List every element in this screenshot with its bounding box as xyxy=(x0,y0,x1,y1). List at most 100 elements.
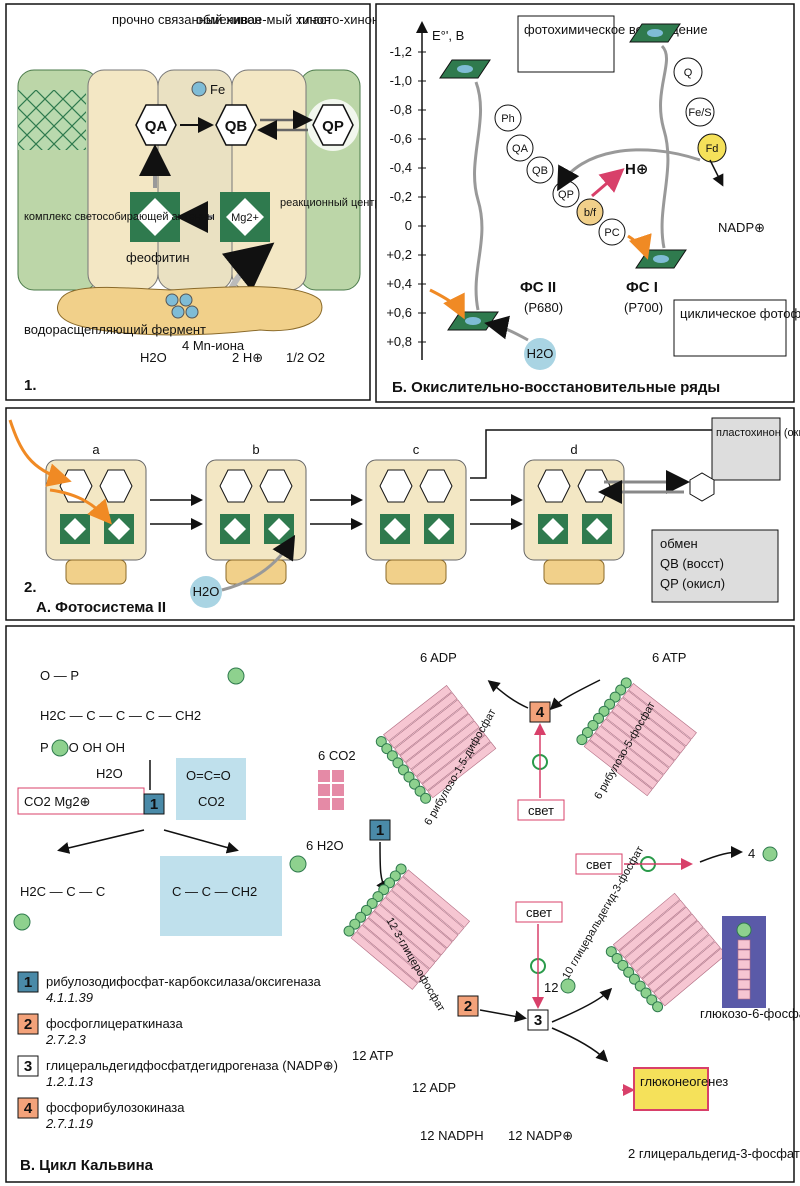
pga-formula-left: H2C — C — C xyxy=(20,884,105,899)
chain-carrier-label: PC xyxy=(604,227,619,239)
twelve-nadp-label: 12 NADP⊕ xyxy=(508,1128,573,1143)
hplus-label: 2 H⊕ xyxy=(232,350,263,365)
axis-tick-label: 0 xyxy=(405,218,412,233)
six-h2o-label: 6 H2O xyxy=(306,838,344,853)
co2-square xyxy=(318,784,330,796)
gap-2-label: 2 глицеральдегид-3-фосфат xyxy=(628,1146,800,1161)
twelve-nadph-label: 12 NADPH xyxy=(420,1128,484,1143)
chain-carrier xyxy=(494,104,522,132)
glucose-carbon xyxy=(737,969,751,980)
chlorophyll-grid xyxy=(18,90,86,150)
axis-tick-label: -0,2 xyxy=(390,189,412,204)
axis-tick-label: +0,8 xyxy=(386,334,412,349)
axis-tick-label: -0,8 xyxy=(390,102,412,117)
axis-tick-label: -1,0 xyxy=(390,73,412,88)
enzyme-name: глицеральдегидфосфатдегидрогеназа (NADP⊕… xyxy=(46,1058,338,1073)
light-label-1: свет xyxy=(528,803,554,818)
ps2-excitation-wave xyxy=(473,81,484,311)
quinone-qp: QP xyxy=(307,99,359,151)
mg-label: Mg2+ xyxy=(231,212,259,224)
svg-text:4: 4 xyxy=(536,704,545,721)
chain-carrier xyxy=(673,57,703,87)
ps1-excitation-wave xyxy=(659,44,670,249)
chain-carrier xyxy=(526,156,554,184)
co2-square xyxy=(318,770,330,782)
axis-tick-label: -1,2 xyxy=(390,44,412,59)
enzyme-number: 2 xyxy=(24,1016,32,1033)
ps2-step: c xyxy=(365,442,523,585)
enzyme-name: фосфоглицераткиназа xyxy=(46,1016,183,1031)
panel-redox-series: E°', В -1,2-1,0-0,8-0,6-0,4-0,20+0,2+0,4… xyxy=(375,3,800,403)
pheophytin-label: феофитин xyxy=(126,250,190,265)
co2-square xyxy=(332,784,344,796)
exchange-box xyxy=(651,529,779,603)
panel-c-title: В. Цикл Кальвина xyxy=(20,1157,154,1174)
ps2-step-label: b xyxy=(252,442,259,457)
chain-carrier xyxy=(506,134,534,162)
water-label-2: H2O xyxy=(193,584,220,599)
enzyme-1-box-label: 1 xyxy=(150,796,158,813)
light-label-3: свет xyxy=(526,905,552,920)
plastoquinone-ox-label: пластохинон (окисленный) xyxy=(716,427,800,439)
gluconeogenesis-box xyxy=(633,1067,709,1111)
photoexcitation-box xyxy=(517,15,615,73)
ladders xyxy=(343,677,727,1013)
enzyme-ec: 2.7.2.3 xyxy=(45,1032,87,1047)
nadp-label: NADP⊕ xyxy=(718,220,765,235)
co2-square xyxy=(318,798,330,810)
chain-carrier xyxy=(576,198,604,226)
glucose-carbon xyxy=(737,979,751,990)
mn-ions-label: 4 Mn-иона xyxy=(182,338,245,353)
molecule-ladder xyxy=(576,677,697,797)
enzyme-2-box xyxy=(457,995,479,1017)
chain-carrier-label: Fe/S xyxy=(688,107,711,119)
chain-carrier-label: Ph xyxy=(501,113,514,125)
water-circle xyxy=(524,338,556,370)
enzyme-ec: 4.1.1.39 xyxy=(46,990,93,1005)
co2-square xyxy=(332,798,344,810)
twelve-atp-label: 12 ATP xyxy=(352,1048,394,1063)
glucose-carbon xyxy=(737,949,751,960)
glucose-carbon xyxy=(737,989,751,1000)
h2o-label-c: H2O xyxy=(96,766,123,781)
ps2-step-label: c xyxy=(413,442,420,457)
enzyme-number: 1 xyxy=(24,974,32,991)
chain-carrier-label: Q xyxy=(684,67,693,79)
ps2-step-label: d xyxy=(570,442,577,457)
co2-formula: O=C=O xyxy=(186,768,231,783)
qp-label: QP xyxy=(322,118,344,135)
axis-tick-label: +0,4 xyxy=(386,276,412,291)
panel1-number: 1. xyxy=(24,377,37,394)
molecule-ladder xyxy=(605,892,727,1013)
chain-carrier-label: QP xyxy=(558,189,574,201)
plastoquinone-box xyxy=(711,417,781,481)
exchange-label: обмен xyxy=(660,536,698,551)
co2-square xyxy=(332,770,344,782)
quinone-qb: QB xyxy=(215,104,257,146)
exchange-quinone-label: обменивае-мый хинон xyxy=(196,12,331,27)
axis-tick-label: +0,6 xyxy=(386,305,412,320)
chain-carrier xyxy=(685,97,715,127)
tight-quinone-label: прочно связанный хинон xyxy=(112,12,261,27)
glucose-carbon xyxy=(737,939,751,950)
axis-title: E°', В xyxy=(432,28,464,43)
light-label-2: свет xyxy=(586,857,612,872)
gluconeogenesis-label: глюконеогенез xyxy=(640,1074,728,1089)
pga-bg xyxy=(160,856,282,936)
ps1-sub: (P700) xyxy=(624,300,663,315)
ps2-step-label: a xyxy=(92,442,100,457)
axis-tick-label: -0,4 xyxy=(390,160,412,175)
chain-carrier-label: Fd xyxy=(706,143,719,155)
cyclic-label: циклическое фотофосфорилирование xyxy=(680,306,800,321)
enzyme-name: фосфорибулозокиназа xyxy=(46,1100,185,1115)
twelve-adp-label: 12 ADP xyxy=(412,1080,456,1095)
enzyme-ec: 2.7.1.19 xyxy=(45,1116,93,1131)
hplus-label: H⊕ xyxy=(625,161,648,178)
ribulose-formula-line1: O — P xyxy=(40,668,79,683)
chain-carrier xyxy=(598,218,626,246)
